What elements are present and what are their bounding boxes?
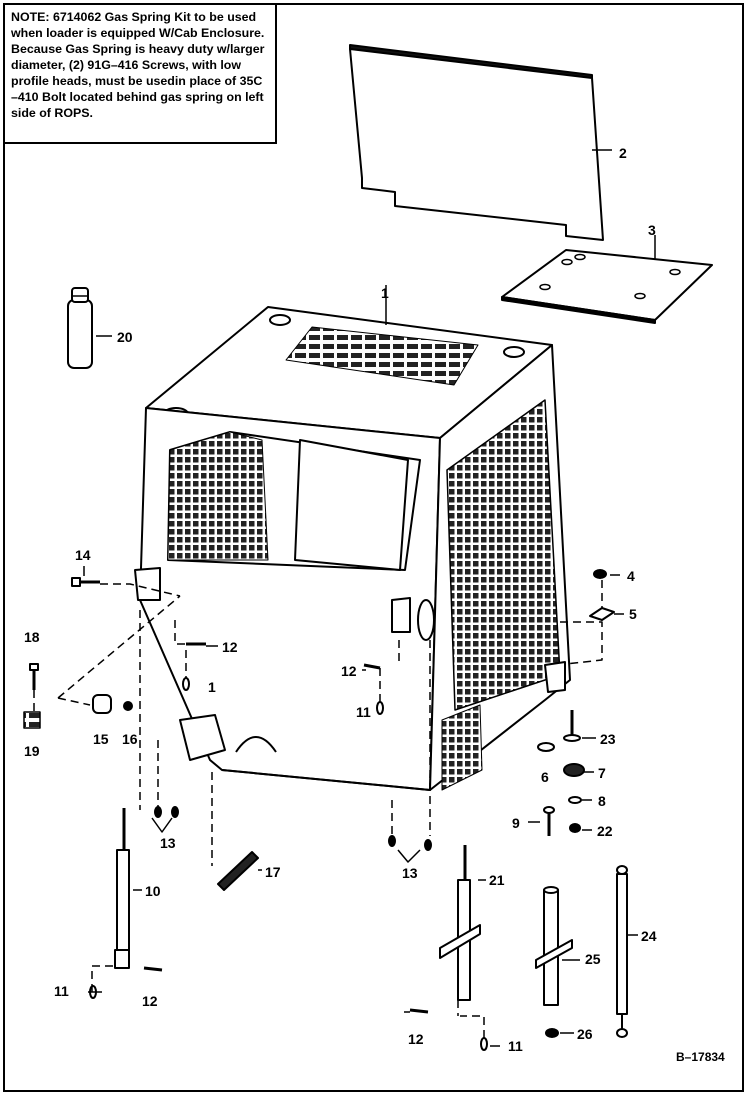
part-3-roof-plate [501,235,713,324]
part-1-rops-cab [134,285,571,791]
callout-8: 8 [598,793,606,809]
part-18-bolt [29,663,39,690]
part-19-spring [23,711,41,729]
callout-23: 23 [600,731,616,747]
diagram-frame [3,3,744,1092]
kit-note-box: NOTE: 6714062 Gas Spring Kit to be used … [3,3,277,144]
callout-labels: 1 1 2 3 4 5 6 7 8 9 10 11 11 11 12 12 12… [24,145,657,1054]
part-13-washers-left [154,806,179,818]
callout-13-right: 13 [402,865,418,881]
part-15-bushing [92,694,112,714]
part-4-nut [593,569,607,579]
part-20-canister [67,287,112,369]
part-6-washer [537,742,555,752]
part-14-bolt [71,566,100,587]
part-26-nut [545,1028,559,1038]
part-21-gas-spring [439,845,481,1001]
callout-25: 25 [585,951,601,967]
callout-17: 17 [265,864,281,880]
part-11-clip-lower-right [480,1037,488,1051]
part-13-washers-right [388,835,432,851]
callout-11-lower-right: 11 [508,1038,523,1054]
part-22-nut [569,823,581,833]
part-16-washer [123,701,133,711]
part-12-pin-upper-right [363,663,381,670]
callout-12-lower-left: 12 [142,993,158,1009]
assembly-dashed-leaders [33,580,603,1038]
part-9-bolt [543,806,555,836]
callout-12-upper-left: 12 [222,639,238,655]
callout-15: 15 [93,731,109,747]
callout-4: 4 [627,568,635,584]
part-23-stud [563,710,581,742]
callout-11-upper-right: 11 [356,704,371,720]
part-17-spring [217,851,259,891]
part-12-pin-lower-left [143,966,163,972]
part-8-washer [568,796,582,804]
callout-2: 2 [619,145,627,161]
callout-5: 5 [629,606,637,622]
callout-3: 3 [648,222,656,238]
callout-10: 10 [145,883,161,899]
callout-1: 1 [381,285,389,301]
callout-13-left: 13 [160,835,176,851]
callout-11-lower-left: 11 [54,983,69,999]
part-12-pin-lower-right [409,1008,429,1014]
part-7-grommet [563,763,585,777]
callout-9: 9 [512,815,520,831]
callout-6: 6 [541,769,549,785]
part-24-rod [616,865,628,1038]
callout-16: 16 [122,731,138,747]
callout-20: 20 [117,329,133,345]
callout-18: 18 [24,629,40,645]
callout-12-upper-right: 12 [341,663,357,679]
callout-7: 7 [598,765,606,781]
callout-22: 22 [597,823,613,839]
callout-24: 24 [641,928,657,944]
callout-1-secondary: 1 [208,679,216,695]
callout-21: 21 [489,872,505,888]
callout-14: 14 [75,547,91,563]
callout-26: 26 [577,1026,593,1042]
part-5-plate [589,607,615,621]
part-2-headliner-panel [349,44,612,241]
figure-id: B–17834 [676,1050,725,1064]
callout-leader-lines [88,574,638,1047]
part-25-cylinder [535,886,573,1006]
callout-12-lower-right: 12 [408,1031,424,1047]
part-10-gas-spring [114,808,130,969]
callout-19: 19 [24,743,40,759]
